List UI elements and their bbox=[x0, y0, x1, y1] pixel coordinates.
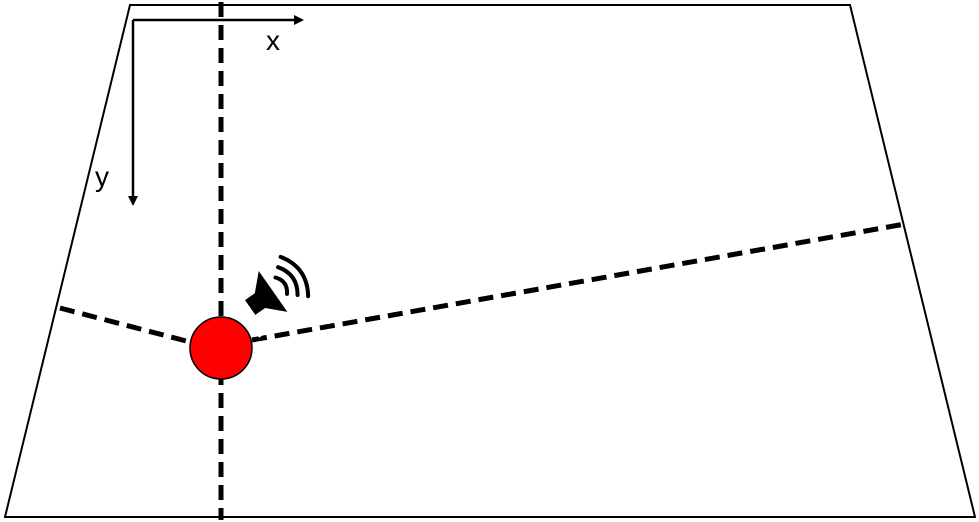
trapezoid-outline bbox=[3, 4, 977, 518]
y-axis-label: y bbox=[95, 161, 109, 192]
coordinate-axes: x y bbox=[95, 15, 304, 206]
x-axis-label: x bbox=[266, 25, 280, 56]
dashed-right-line bbox=[251, 221, 906, 343]
red-circle-icon bbox=[189, 316, 253, 380]
speaker-sound-icon bbox=[224, 233, 338, 338]
